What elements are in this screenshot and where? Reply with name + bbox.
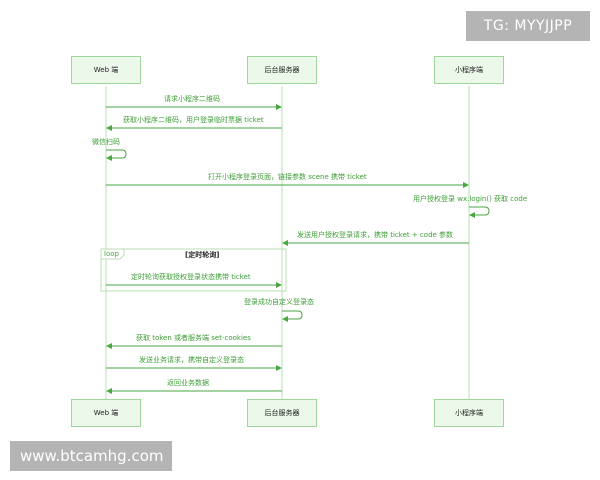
watermark-bottom: www.btcamhg.com	[10, 441, 172, 471]
actor-server-bottom: 后台服务器	[247, 399, 317, 427]
actor-server-top: 后台服务器	[247, 56, 317, 84]
message-label-m10: 发送业务请求，携带自定义登录态	[139, 356, 244, 364]
actor-web-top: Web 端	[71, 56, 141, 84]
loop-condition-label: [定时轮询]	[185, 251, 220, 259]
message-label-m8: 登录成功自定义登录态	[244, 298, 314, 306]
actor-miniapp-top: 小程序端	[434, 56, 504, 84]
watermark-top: TG: MYYJJPP	[466, 11, 590, 41]
actor-web-bottom: Web 端	[71, 399, 141, 427]
message-label-m5: 用户授权登录 wx.login() 获取 code	[413, 195, 528, 203]
loop-frame	[100, 248, 287, 292]
loop-tag-box	[100, 248, 125, 260]
message-label-m7: 定时轮询获取授权登录状态携带 ticket	[131, 273, 251, 281]
message-label-m11: 返回业务数据	[167, 379, 209, 387]
loop-tag-label: loop	[104, 250, 119, 258]
message-label-m6: 发送用户授权登录请求，携带 ticket + code 参数	[297, 231, 454, 239]
message-label-m1: 请求小程序二维码	[164, 95, 220, 103]
message-label-m2: 获取小程序二维码，用户登录临时票据 ticket	[123, 116, 264, 124]
message-label-m4: 打开小程序登录页面，链接参数 scene 携带 ticket	[208, 173, 367, 181]
arrow-m8-self	[282, 310, 303, 322]
message-label-m3: 微信扫码	[92, 138, 120, 146]
actor-miniapp-bottom: 小程序端	[434, 399, 504, 427]
arrow-m3-self	[106, 149, 127, 161]
arrow-m5-self	[469, 206, 490, 218]
message-label-m9: 获取 token 或者服务端 set-cookies	[136, 334, 251, 342]
